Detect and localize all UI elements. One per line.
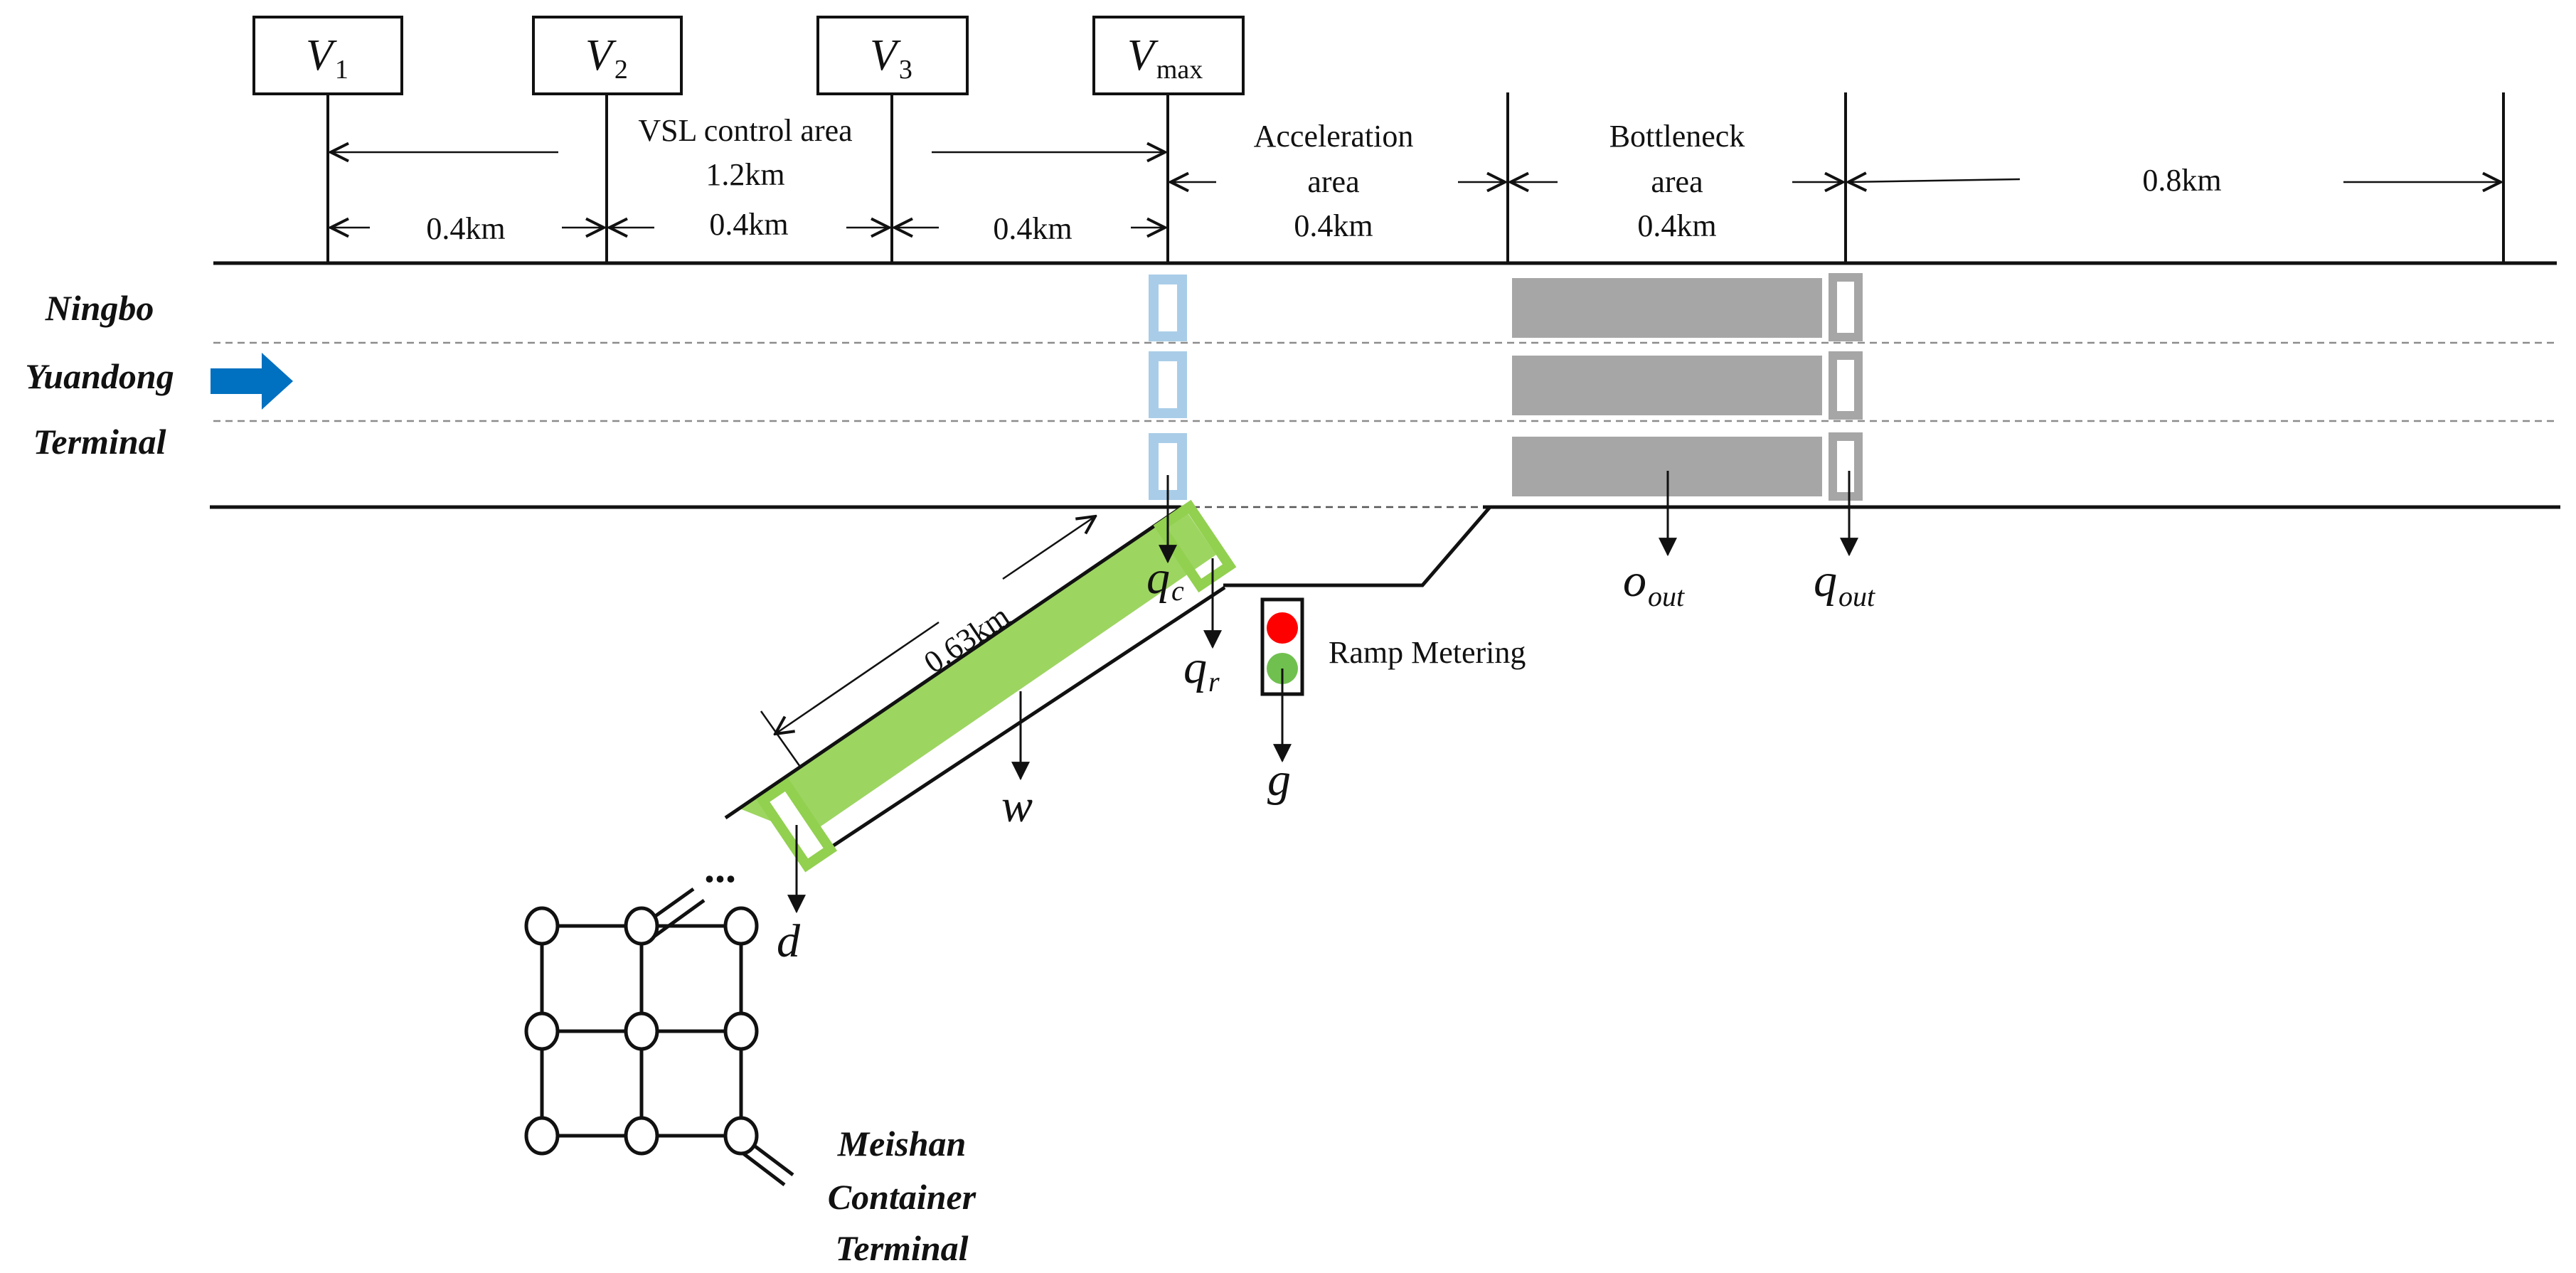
- origin-terminal-line3: Terminal: [33, 422, 166, 462]
- destination-terminal-line3: Terminal: [835, 1228, 968, 1268]
- mainline-road: [210, 261, 2560, 587]
- downstream-length: 0.8km: [2142, 163, 2221, 198]
- bottleneck-block-lane1: [1512, 278, 1822, 338]
- acceleration-area-label-1: Acceleration: [1254, 119, 1414, 154]
- network-node: [723, 906, 759, 946]
- ramp-metering-label: Ramp Metering: [1329, 635, 1526, 670]
- sign-v3-label: V3: [870, 31, 912, 85]
- signal-red-light-icon: [1267, 612, 1298, 644]
- acceleration-area-length: 0.4km: [1294, 208, 1373, 243]
- segment-1-length: 0.4km: [426, 211, 505, 246]
- sign-v2-label: V2: [585, 31, 628, 85]
- origin-terminal-line1: Ningbo: [45, 288, 154, 328]
- mainline-detector-lane2: [1149, 351, 1187, 418]
- variable-g: g: [1267, 754, 1291, 806]
- bottleneck-detectors: [1829, 273, 1863, 501]
- variable-arrows: [787, 471, 1858, 914]
- bottleneck-area-length: 0.4km: [1637, 208, 1716, 243]
- ramp-detector-downstream: [1153, 499, 1237, 593]
- network-node: [524, 906, 560, 946]
- destination-terminal-line2: Container: [828, 1177, 976, 1217]
- bottleneck-blocks: [1512, 278, 1822, 496]
- segment-2-length: 0.4km: [709, 207, 788, 242]
- segment-3-length: 0.4km: [993, 211, 1072, 246]
- bottleneck-area-label-2: area: [1651, 164, 1703, 199]
- sign-v2: [532, 16, 683, 95]
- vsl-area-title: VSL control area: [638, 113, 852, 148]
- sign-v1: [252, 16, 403, 95]
- bottleneck-detector-lane3: [1829, 432, 1863, 501]
- network-node: [624, 1116, 659, 1156]
- network-node: [524, 1011, 560, 1051]
- destination-terminal-line1: Meishan: [837, 1124, 967, 1163]
- acceleration-area-label-2: area: [1307, 164, 1359, 199]
- variable-q-out: qout: [1814, 555, 1875, 612]
- network-node: [723, 1011, 759, 1051]
- variable-qc: qc: [1146, 552, 1184, 607]
- variable-o-out: oout: [1623, 555, 1685, 612]
- variable-w: w: [1001, 780, 1033, 832]
- sign-vmax-label: Vmax: [1127, 31, 1203, 85]
- bottleneck-area-label-1: Bottleneck: [1609, 119, 1745, 154]
- sign-v1-label: V1: [306, 31, 348, 85]
- variable-d: d: [777, 915, 801, 967]
- variable-qr: qr: [1183, 641, 1220, 698]
- network-node: [723, 1116, 759, 1156]
- vsl-area-length: 1.2km: [706, 157, 784, 192]
- vsl-signs: [252, 16, 2505, 263]
- mainline-detector-lane1: [1149, 275, 1187, 341]
- network-node: [624, 906, 659, 946]
- container-terminal-network: [524, 887, 794, 1186]
- bottleneck-detector-lane1: [1829, 273, 1863, 341]
- bottleneck-block-lane2: [1512, 356, 1822, 415]
- dimension-arrows: [331, 152, 2501, 228]
- sign-vmax: [1092, 16, 1245, 95]
- ramp-ellipsis: ...: [704, 844, 736, 891]
- ramp-dimension: [760, 516, 1095, 767]
- origin-terminal-line2: Yuandong: [25, 356, 174, 396]
- traffic-direction-arrow-icon: [211, 353, 293, 410]
- network-node: [624, 1011, 659, 1051]
- bottleneck-detector-lane2: [1829, 351, 1863, 420]
- mainline-detectors: [1149, 275, 1187, 500]
- network-node: [524, 1116, 560, 1156]
